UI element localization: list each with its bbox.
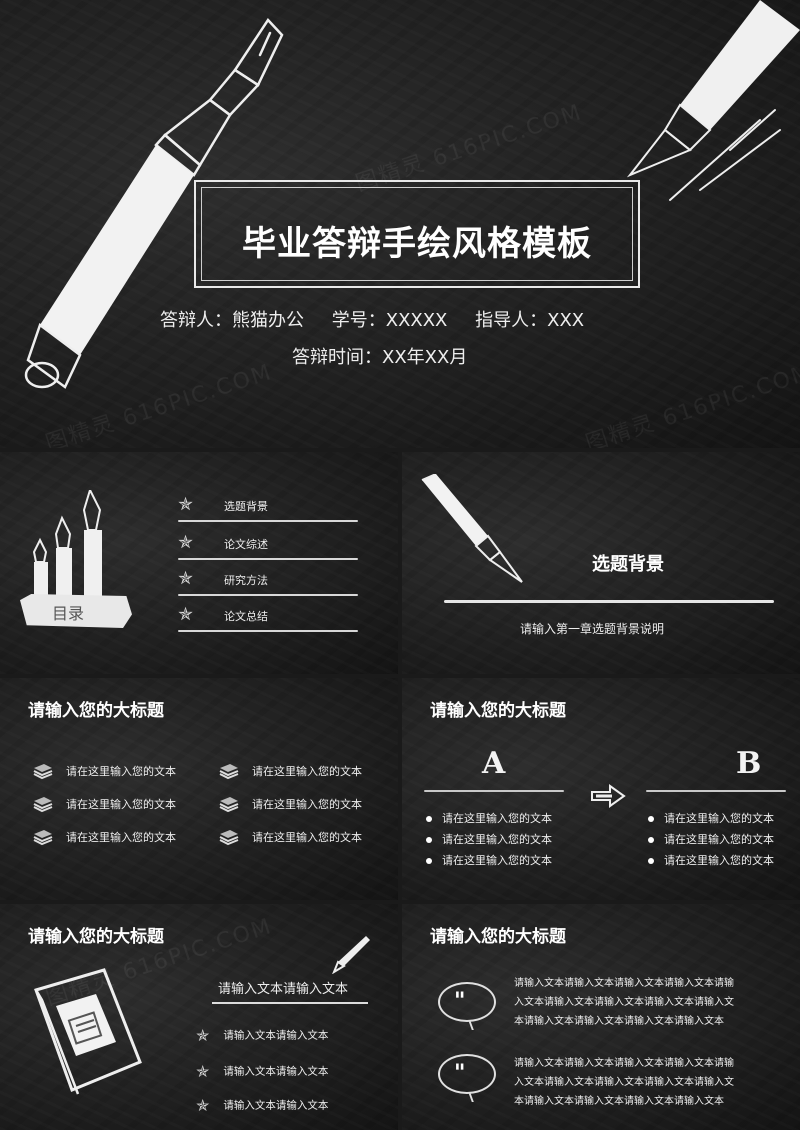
list-item-text: 请在这里输入您的文本 [252,798,362,811]
list-item-text: 请在这里输入您的文本 [664,812,774,825]
quote-bubble-icon: " [438,1054,496,1094]
list-item-text: 请在这里输入您的文本 [664,833,774,846]
option-b-letter: B [736,746,762,781]
list-item: 请在这里输入您的文本 [426,852,552,868]
list-item: 请在这里输入您的文本 [648,831,774,847]
book-icon [34,968,142,1095]
toc-label-brush [20,594,132,628]
list-item-text: 请输入文本请输入文本 [223,1099,329,1112]
bullet-icon [648,858,654,864]
slide-title: 请输入您的大标题 [28,927,164,947]
title-frame: 毕业答辩手绘风格模板 [194,180,640,288]
section-slide: 选题背景 请输入第一章选题背景说明 [402,452,800,674]
toc-item-label: 研究方法 [224,574,268,587]
toc-item-label: 选题背景 [224,500,268,513]
list-item: 请在这里输入您的文本 [648,810,774,826]
list-item-text: 请输入文本请输入文本 [223,1029,329,1042]
option-a-letter: A [482,746,506,781]
toc-item-4[interactable]: ✯ 论文总结 [178,604,358,634]
bullet-icon [426,816,432,822]
list-item-text: 请在这里输入您的文本 [252,765,362,778]
divider [178,558,358,560]
toc-item-label: 论文综述 [224,538,268,551]
divider [178,520,358,522]
advisor-text: 指导人：XXX [475,310,585,331]
star-icon: ✯ [178,532,194,553]
divider [212,1002,368,1004]
cover-title: 毕业答辩手绘风格模板 [242,224,592,264]
slide-title: 请输入您的大标题 [430,701,566,721]
list-item: ✯ 请输入文本请输入文本 [196,1096,328,1115]
star-icon: ✯ [196,1062,210,1081]
list-item-text: 请在这里输入您的文本 [66,798,176,811]
list-item: ✯ 请输入文本请输入文本 [196,1062,328,1081]
fountain-pen-illustration [421,474,523,583]
bullet-icon [648,816,654,822]
list-item-text: 请在这里输入您的文本 [252,831,362,844]
toc-item-2[interactable]: ✯ 论文综述 [178,532,358,562]
books-icon [219,797,239,813]
divider [444,600,774,603]
toc-item-3[interactable]: ✯ 研究方法 [178,568,358,598]
pen-sketch-illustration [626,0,800,201]
list-item: 请在这里输入您的文本 [426,810,552,826]
toc-label: 目录 [52,604,85,623]
comparison-slide: 请输入您的大标题 A B 请在这里输入您的文本 请在这里输入您的文本 请在这里输… [402,678,800,900]
star-icon: ✯ [178,568,194,589]
quote-paragraph: 请输入文本请输入文本请输入文本请输入文本请输入文本请输入文本请输入文本请输入文本… [514,1058,734,1107]
cover-info-line: 答辩人：熊猫办公 学号：XXXXX 指导人：XXX [160,306,606,332]
presenter-text: 答辩人：熊猫办公 [160,310,304,331]
star-icon: ✯ [178,604,194,625]
arrow-right-icon [591,784,626,808]
toc-slide: 目录 ✯ 选题背景 ✯ 论文综述 ✯ 研究方法 ✯ 论文总结 [0,452,398,674]
books-icon [219,830,239,846]
books-icon [219,764,239,780]
content-heading: 请输入文本请输入文本 [218,982,349,997]
fountain-pen-illustration [24,17,284,389]
slide-title: 请输入您的大标题 [28,701,164,721]
list-item-text: 请在这里输入您的文本 [66,765,176,778]
pencil-icon [332,936,370,974]
bullet-icon [426,858,432,864]
defense-date-text: 答辩时间：XX年XX月 [292,347,468,368]
content-slide: 请输入您的大标题 图精灵 616PIC.COM 请输入文本请输入文本 ✯请输入文… [0,904,398,1130]
list-item-text: 请在这里输入您的文本 [664,854,774,867]
list-item: ✯ 请输入文本请输入文本 [196,1026,328,1045]
divider [424,790,564,792]
list-item: 请在这里输入您的文本 [648,852,774,868]
pens-stand-illustration [32,490,102,600]
star-icon: ✯ [196,1096,210,1115]
section-title: 选题背景 [592,554,664,575]
quote-bubble-icon: " [438,982,496,1022]
list-item-text: 请输入文本请输入文本 [223,1065,329,1078]
toc-item-label: 论文总结 [224,610,268,623]
quote-slide: 请输入您的大标题 " 请输入文本请输入文本请输入文本请输入文本请输入文本请输入文… [402,904,800,1130]
list-item-text: 请在这里输入您的文本 [442,854,552,867]
bullet-icon [648,837,654,843]
slide-title: 请输入您的大标题 [430,927,566,947]
star-icon: ✯ [178,494,194,515]
quote-paragraph: 请输入文本请输入文本请输入文本请输入文本请输入文本请输入文本请输入文本请输入文本… [514,978,734,1027]
section-subtitle: 请输入第一章选题背景说明 [520,622,665,636]
divider [646,790,786,792]
star-icon: ✯ [196,1026,210,1045]
student-id-text: 学号：XXXXX [331,310,448,331]
divider [178,594,358,596]
list-item-text: 请在这里输入您的文本 [66,831,176,844]
books-icon [33,830,53,846]
bullet-icon [426,837,432,843]
divider [178,630,358,632]
watermark: 图精灵 616PIC.COM [582,359,800,448]
books-icon [33,797,53,813]
toc-item-1[interactable]: ✯ 选题背景 [178,494,358,524]
list-item: 请在这里输入您的文本 [426,831,552,847]
content-slide: 请输入您的大标题 请在这里输入您的文本 请在这里输入您的文本 请在这里输入您的文… [0,678,398,900]
list-item-text: 请在这里输入您的文本 [442,833,552,846]
cover-slide: 图精灵 616PIC.COM 图精灵 616PIC.COM 图精灵 616PIC… [0,0,800,448]
list-item-text: 请在这里输入您的文本 [442,812,552,825]
books-icon [33,764,53,780]
